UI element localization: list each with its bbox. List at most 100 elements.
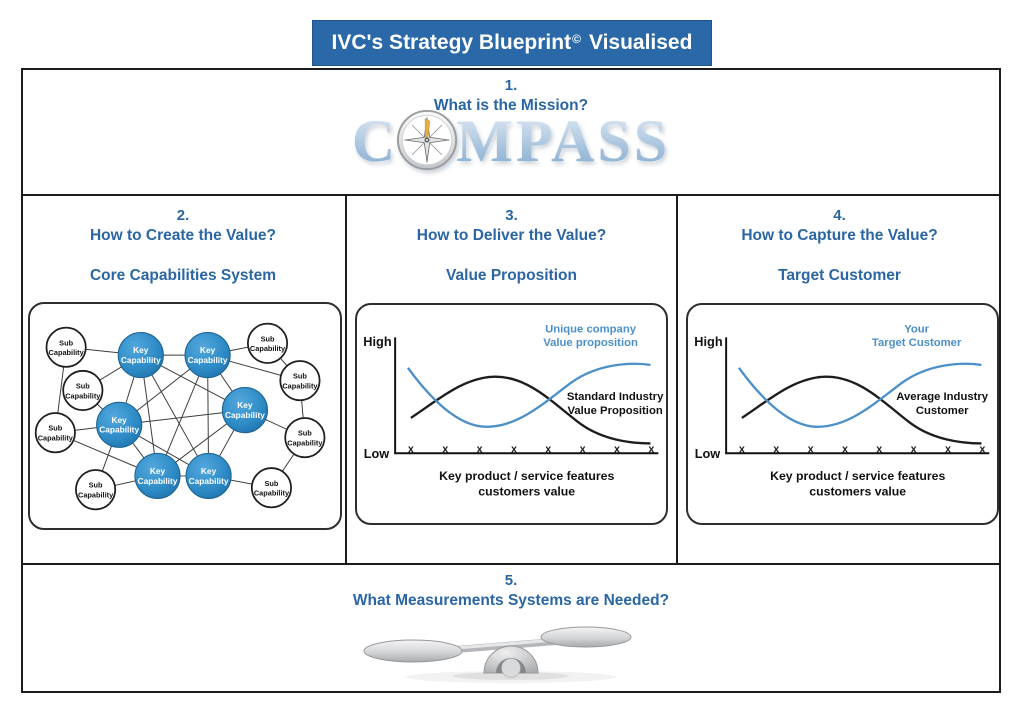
svg-text:Capability: Capability — [49, 348, 85, 357]
svg-text:x: x — [808, 443, 814, 455]
compass-word-suffix: MPASS — [456, 108, 671, 174]
your-target-customer-curve — [737, 362, 982, 428]
divider-vertical-left — [345, 194, 347, 565]
average-industry-curve — [741, 375, 982, 445]
standard-industry-curve — [410, 375, 651, 445]
section-subtitle: Value Proposition — [446, 267, 577, 284]
blue-series-label-line1: Your — [904, 323, 929, 335]
section-5-header: 5. What Measurements Systems are Needed? — [23, 571, 999, 611]
svg-text:Sub: Sub — [298, 429, 312, 438]
title-banner: IVC's Strategy Blueprint©Visualised — [312, 20, 712, 66]
svg-text:x: x — [876, 443, 882, 455]
svg-text:Capability: Capability — [138, 476, 178, 486]
section-question: What is the Mission? — [433, 97, 589, 114]
section-1-header: 1. What is the Mission? — [23, 76, 999, 116]
section-number: 2. — [176, 207, 190, 224]
black-series-label-line2: Customer — [916, 405, 969, 417]
x-axis-label-line1: Key product / service features — [439, 469, 614, 483]
svg-text:x: x — [477, 443, 483, 455]
divider-horizontal-bottom — [21, 563, 1001, 565]
svg-text:Capability: Capability — [99, 425, 139, 435]
section-2-header: 2. How to Create the Value? Core Capabil… — [21, 206, 345, 286]
section-question: What Measurements Systems are Needed? — [352, 592, 670, 609]
svg-text:x: x — [739, 443, 745, 455]
y-axis-high-label: High — [694, 334, 722, 349]
svg-text:Key: Key — [200, 345, 216, 355]
svg-text:Capability: Capability — [121, 355, 161, 365]
black-series-label-line1: Average Industry — [896, 391, 988, 403]
section-number: 5. — [504, 572, 518, 589]
compass-wordart: C MPASS — [23, 108, 999, 174]
blue-series-label-line1: Unique company — [545, 323, 637, 335]
svg-text:Capability: Capability — [287, 438, 323, 447]
svg-text:Capability: Capability — [78, 491, 114, 500]
title-tail: Visualised — [588, 31, 693, 54]
svg-text:Capability: Capability — [189, 476, 229, 486]
blue-series-label-line2: Target Customer — [872, 337, 962, 349]
black-series-label-line2: Value Proposition — [567, 405, 662, 417]
y-axis-low-label: Low — [364, 446, 390, 461]
svg-text:x: x — [648, 443, 654, 455]
svg-text:Capability: Capability — [250, 344, 286, 353]
balance-scale-wrap — [23, 615, 999, 685]
section-1-mission: 1. What is the Mission? C — [23, 70, 999, 194]
svg-text:Key: Key — [133, 345, 149, 355]
svg-text:x: x — [911, 443, 917, 455]
divider-vertical-right — [676, 194, 678, 565]
svg-text:Capability: Capability — [254, 489, 290, 498]
section-3-deliver-value: 3. How to Deliver the Value? Value Propo… — [347, 196, 676, 563]
svg-text:Sub: Sub — [59, 338, 73, 347]
svg-text:Capability: Capability — [65, 391, 101, 400]
y-axis-high-label: High — [363, 334, 391, 349]
svg-text:Key: Key — [237, 400, 253, 410]
divider-horizontal-top — [21, 194, 1001, 196]
section-number: 4. — [833, 207, 846, 224]
blue-series-label-line2: Value proposition — [543, 337, 638, 349]
compass-icon — [397, 109, 458, 171]
section-3-header: 3. How to Deliver the Value? Value Propo… — [347, 206, 676, 286]
section-2-create-value: 2. How to Create the Value? Core Capabil… — [21, 196, 345, 563]
svg-text:Capability: Capability — [188, 355, 228, 365]
svg-text:x: x — [614, 443, 620, 455]
black-series-label-line1: Standard Industry — [567, 391, 664, 403]
svg-text:x: x — [580, 443, 586, 455]
svg-text:Capability: Capability — [225, 410, 265, 420]
svg-text:Key: Key — [201, 466, 217, 476]
svg-text:x: x — [408, 443, 414, 455]
section-question: How to Deliver the Value? — [416, 227, 607, 244]
svg-text:Sub: Sub — [265, 479, 279, 488]
x-axis-label-line2: customers value — [809, 485, 906, 499]
svg-text:Sub: Sub — [48, 424, 62, 433]
svg-text:x: x — [545, 443, 551, 455]
svg-text:Key: Key — [112, 415, 128, 425]
svg-text:x: x — [945, 443, 951, 455]
section-number: 1. — [504, 77, 518, 94]
title-text: IVC's Strategy Blueprint — [331, 31, 572, 54]
section-question: How to Create the Value? — [89, 227, 277, 244]
svg-text:x: x — [842, 443, 848, 455]
svg-text:x: x — [773, 443, 779, 455]
y-axis-low-label: Low — [695, 446, 721, 461]
svg-text:Sub: Sub — [89, 481, 103, 490]
unique-company-curve — [406, 362, 651, 428]
outer-frame — [21, 68, 1001, 693]
svg-text:Sub: Sub — [76, 381, 90, 390]
